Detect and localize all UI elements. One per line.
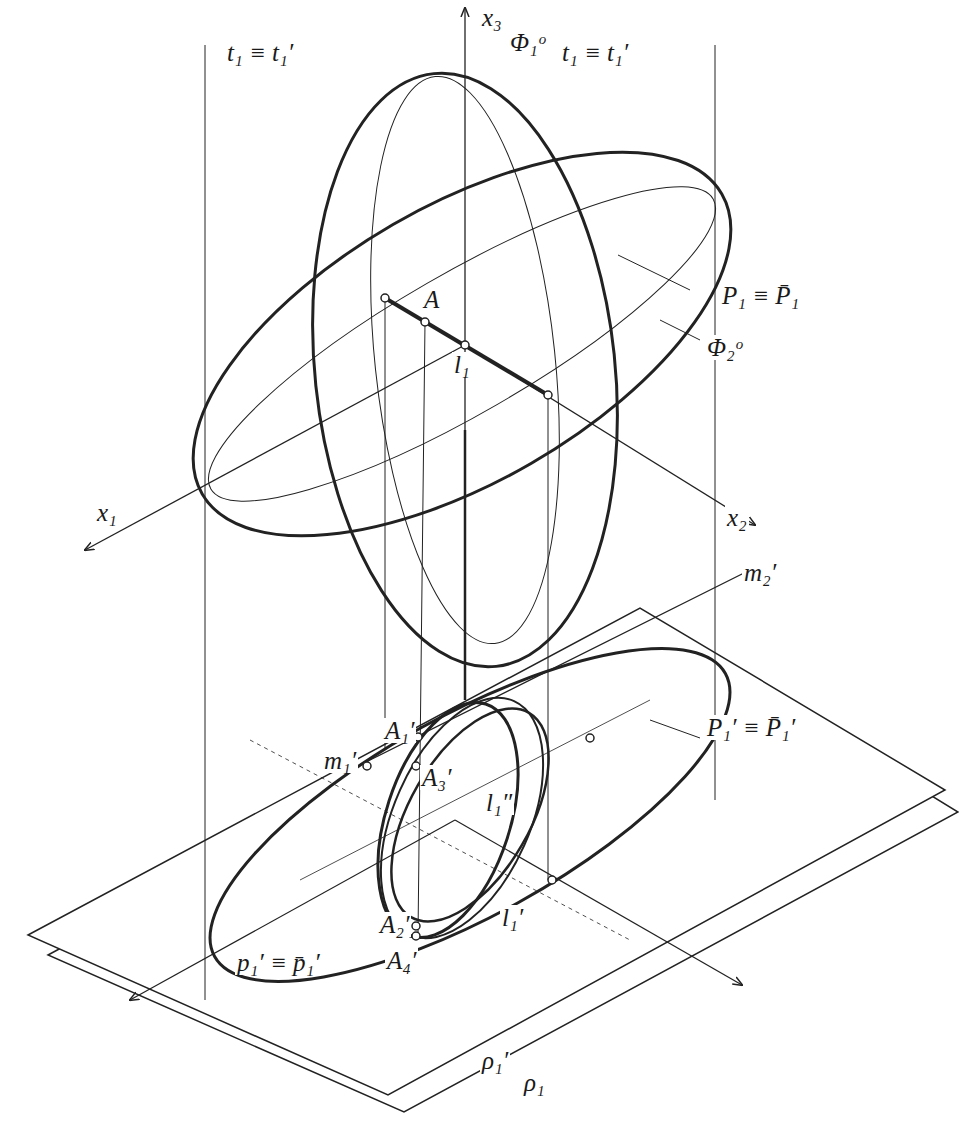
figure-label: P₁′ ≡ P̄₁′ <box>705 715 797 740</box>
figure-label: ρ₁ <box>522 1070 547 1095</box>
figure-label: x₂ <box>725 505 749 530</box>
figure-label: l₁ <box>452 352 472 377</box>
figure-label: x₁ <box>95 500 119 525</box>
figure-label: A₁′ <box>383 718 416 743</box>
figure-label: Φ₂ᵒ <box>705 335 744 360</box>
figure-label: ρ₁′ <box>480 1048 510 1073</box>
figure-label: A₂′ <box>378 912 411 937</box>
figure-label: l₁′ <box>500 905 525 930</box>
figure-label: t₁ ≡ t₁′ <box>560 40 630 65</box>
figure-label: P₁ ≡ P̄₁ <box>720 283 801 308</box>
figure-label: A <box>422 287 441 312</box>
figure-label: t₁ ≡ t₁′ <box>225 40 295 65</box>
figure-label: l₁″ <box>484 790 514 815</box>
figure-label: Φ₁ᵒ <box>508 30 547 55</box>
figure-label: p₁′ ≡ p̄₁′ <box>235 950 322 975</box>
figure-label: x₃ <box>480 5 504 30</box>
figure-label: A₃′ <box>420 765 453 790</box>
figure-label: m₁′ <box>322 748 358 773</box>
figure-label: A₄′ <box>385 948 418 973</box>
figure-label: m₂′ <box>742 560 778 585</box>
